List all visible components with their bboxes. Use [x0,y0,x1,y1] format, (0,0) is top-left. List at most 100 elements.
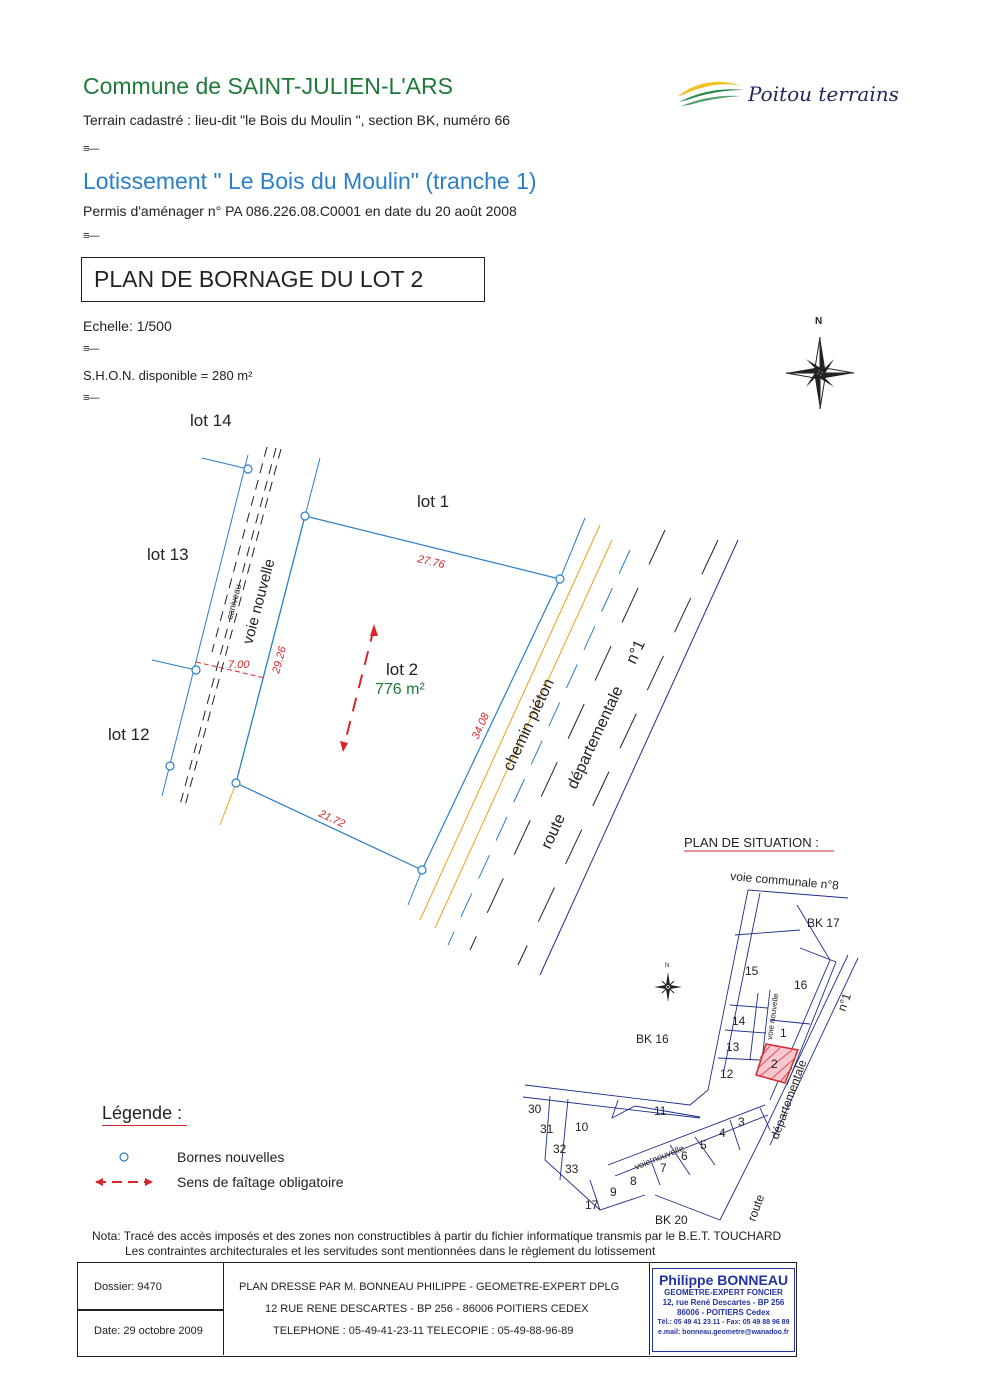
situation-lot-number: 15 [745,964,759,978]
boundary-line [161,454,249,797]
boundary-line [407,869,423,906]
situation-lot-number: 16 [794,978,808,992]
surveyor-line-3: TELEPHONE : 05-49-41-23-11 TELECOPIE : 0… [273,1325,574,1337]
situation-lot-number: 7 [660,1161,667,1175]
stamp-line: 12, rue René Descartes - BP 256 [662,1298,785,1307]
situation-lot-number: 32 [553,1142,567,1156]
commune-title: Commune de SAINT-JULIEN-L'ARS [83,73,453,99]
boundary-marker [243,464,253,474]
situation-lot-number: 13 [726,1040,740,1054]
dossier-number: Dossier: 9470 [94,1281,162,1293]
situation-north-label: N [665,963,669,969]
boundary-marker [191,665,201,675]
shon-text: S.H.O.N. disponible = 280 m² [83,368,253,383]
road-edge [211,446,268,653]
situation-lot-number: 31 [540,1122,554,1136]
plan-date: Date: 29 octobre 2009 [94,1325,203,1337]
situation-lot-number: 14 [732,1014,746,1028]
separator-mark: ≡— [83,143,99,155]
boundary-marker [300,511,310,521]
boundary-line [219,782,237,826]
lot-2-label: lot 2 [386,660,418,679]
situation-route-label: route [745,1192,768,1223]
departementale-label: départementale [564,684,626,792]
scale-text: Echelle: 1/500 [83,318,172,334]
situation-voie-nouvelle-label: voie nouvelle [765,992,780,1040]
nota-line-2: Les contraintes architecturales et les s… [125,1244,656,1258]
surveyor-stamp-cell: Philippe BONNEAU GEOMETRE-EXPERT FONCIER… [652,1268,795,1352]
situation-lot-number: 3 [738,1115,745,1129]
situation-title: PLAN DE SITUATION : [684,835,819,850]
nota-text: Nota: Tracé des accès imposés et des zon… [92,1229,781,1259]
surveyor-info-cell: PLAN DRESSE PAR M. BONNEAU PHILIPPE - GE… [223,1263,650,1355]
legend-arrow-head [95,1178,103,1186]
permis-text: Permis d'aménager n° PA 086.226.08.C0001… [83,203,517,219]
situation-lot-number: 12 [720,1067,734,1081]
situation-compass-icon [654,972,682,1002]
lot-1-label: lot 1 [417,492,449,511]
surveyor-line-1: PLAN DRESSE PAR M. BONNEAU PHILIPPE - GE… [239,1281,620,1293]
logo-text: Poitou terrains [748,82,899,106]
dimension-width: 7.00 [228,659,250,671]
surveyor-stamp: Philippe BONNEAU GEOMETRE-EXPERT FONCIER… [652,1268,795,1352]
situation-lot-number: 10 [575,1120,589,1134]
north-label: N [815,316,823,327]
situation-lot-number: 11 [654,1104,667,1118]
bk20-label: BK 20 [655,1213,688,1227]
dimension-line [195,661,266,679]
boundary-marker [417,865,427,875]
footpath-edge [419,524,601,921]
ridge-direction-arrow [342,627,375,751]
situation-lot-number: 5 [700,1138,707,1152]
separator-mark: ≡— [83,343,99,355]
boundary-marker [231,778,241,788]
route-label: route [538,811,569,851]
separator-mark: ≡— [83,392,99,404]
legend-borne-symbol [119,1152,129,1162]
stamp-line: GEOMETRE-EXPERT FONCIER [664,1288,783,1297]
boundary-line [151,659,197,671]
situation-lot-number: 1 [780,1026,787,1040]
compass-rose-icon [785,336,855,410]
dimension-right: 34.08 [470,710,493,741]
bk17-label: BK 17 [807,916,840,930]
road-edge [184,448,282,807]
boundary-marker [555,574,565,584]
legend-title-underline [102,1125,187,1126]
situation-lot-number: 4 [719,1126,726,1140]
situation-voie-nouvelle [749,989,771,1061]
cell-divider [78,1309,223,1311]
stamp-line: 86006 - POITIERS Cedex [677,1308,770,1317]
title-block: Dossier: 9470 Date: 29 octobre 2009 PLAN… [77,1262,797,1357]
legend-arrow-head [145,1178,153,1186]
dossier-cell: Dossier: 9470 Date: 29 octobre 2009 [78,1263,224,1355]
stamp-line: Tél.: 05 49 41 23 11 - Fax: 05 49 88 96 … [657,1319,790,1326]
lot-12-label: lot 12 [108,725,150,744]
situation-parcels [522,889,859,1221]
footpath-edge [447,549,631,946]
road-centerline [517,539,719,966]
situation-lot-number: 2 [771,1057,778,1071]
boundary-line [201,457,249,470]
page-title: PLAN DE BORNAGE DU LOT 2 [81,257,485,302]
situation-lot-number: 9 [610,1185,617,1199]
dimension-top: 27.76 [415,553,446,571]
footpath-edge [434,539,613,929]
voie-communale-label: voie communale n°8 [730,869,840,892]
lot-13-label: lot 13 [147,545,189,564]
stamp-name: Philippe BONNEAU [658,1272,789,1288]
legend-faitage-label: Sens de faîtage obligatoire [177,1174,344,1190]
nota-line-1: Nota: Tracé des accès imposés et des zon… [92,1229,782,1243]
poitou-terrains-logo [677,81,745,106]
legend-title: Légende : [102,1103,183,1123]
situation-road-number-label: n°1 [835,991,854,1013]
stamp-line: e.mail: bonneau.geometre@wanadoo.fr [658,1329,789,1336]
road-number-label: n°1 [623,637,649,666]
situation-lot-number: 8 [630,1174,637,1188]
road-centerline [469,529,666,951]
situation-lot-number: 17 [585,1198,599,1212]
separator-mark: ≡— [83,230,99,242]
situation-lot-number: 6 [681,1149,688,1163]
lot-2-area: 776 m² [375,681,425,698]
